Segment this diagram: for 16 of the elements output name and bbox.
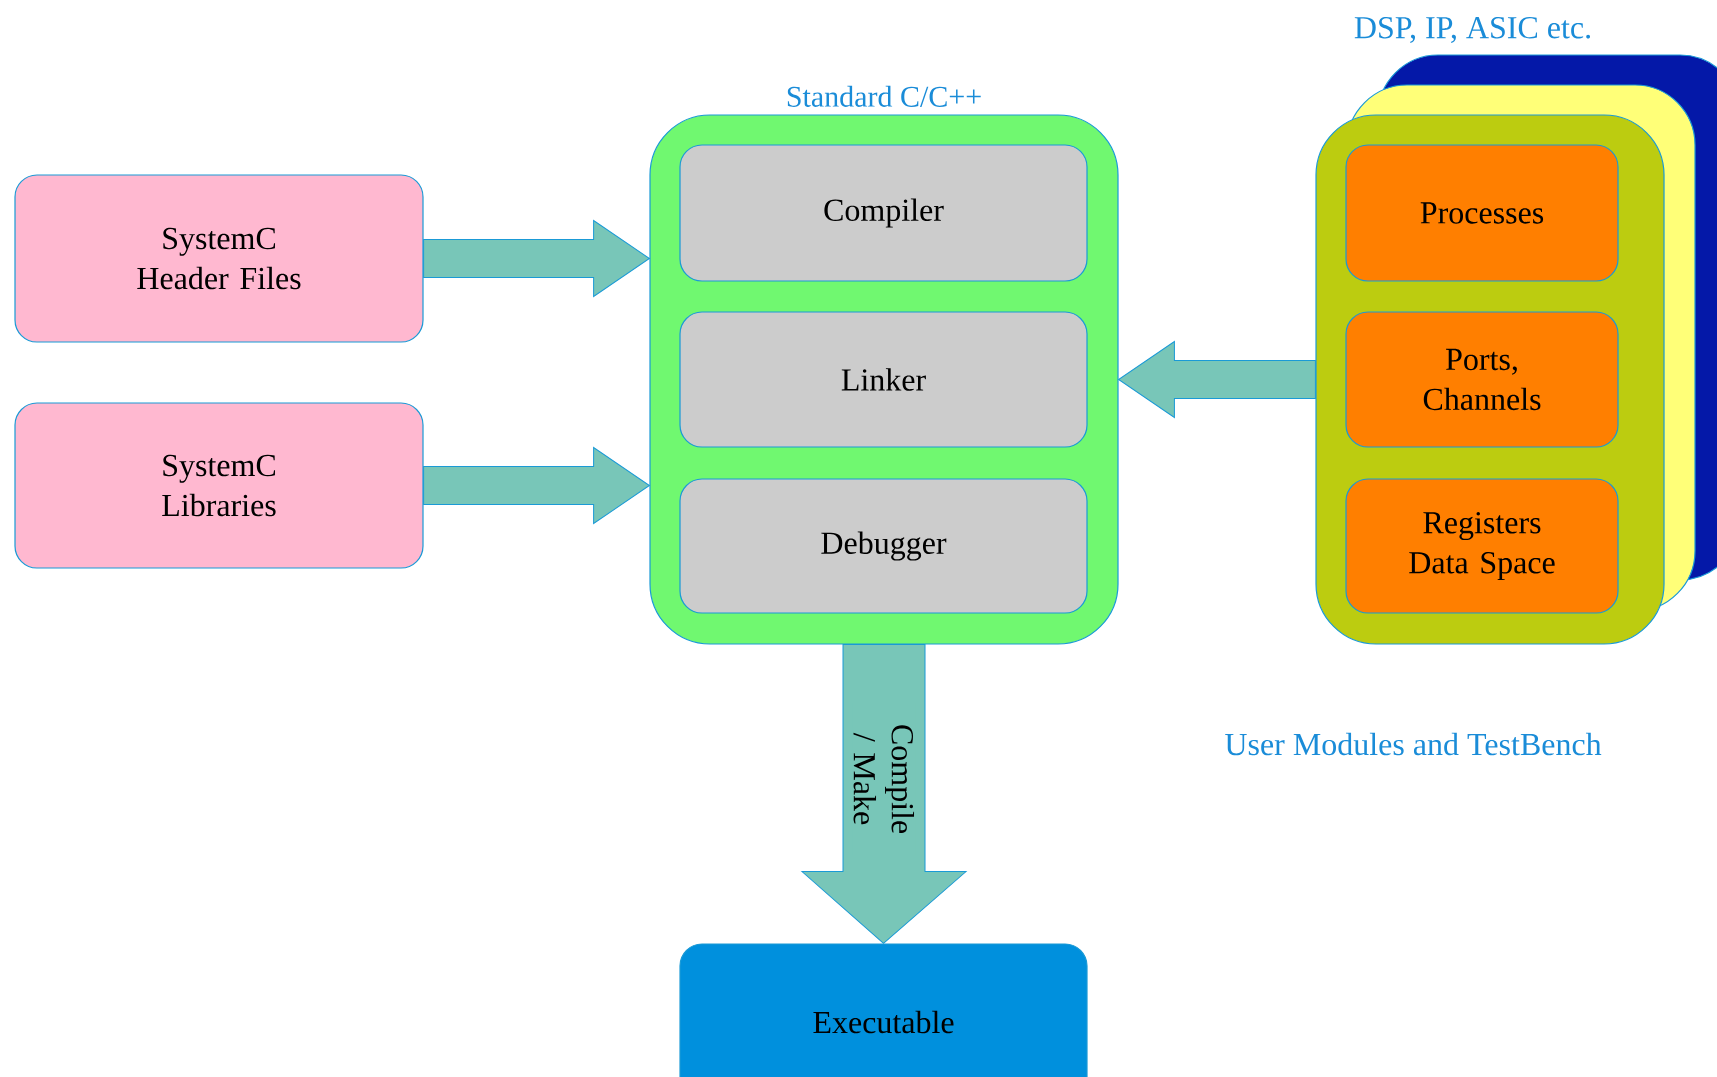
arrow xyxy=(1118,341,1316,418)
caption: DSP, IP, ASIC etc. xyxy=(1354,16,1590,44)
process-box: Processes xyxy=(1345,144,1619,282)
caption: User Modules and TestBench xyxy=(1225,732,1602,756)
process-box: Linker xyxy=(679,311,1088,448)
process-box: SystemC Header Files xyxy=(14,174,424,343)
arrow xyxy=(423,220,650,297)
process-box: Debugger xyxy=(679,478,1088,614)
process-box: SystemC Libraries xyxy=(14,402,424,569)
node-label: Standard C/C++ xyxy=(787,85,981,107)
arrow xyxy=(423,447,650,524)
edge-label: Compile / Make xyxy=(852,703,916,856)
process-box: Registers Data Space xyxy=(1345,478,1619,614)
output-box: Executable xyxy=(679,943,1088,1077)
process-box: Compiler xyxy=(679,144,1088,282)
process-box: Ports, Channels xyxy=(1345,311,1619,448)
